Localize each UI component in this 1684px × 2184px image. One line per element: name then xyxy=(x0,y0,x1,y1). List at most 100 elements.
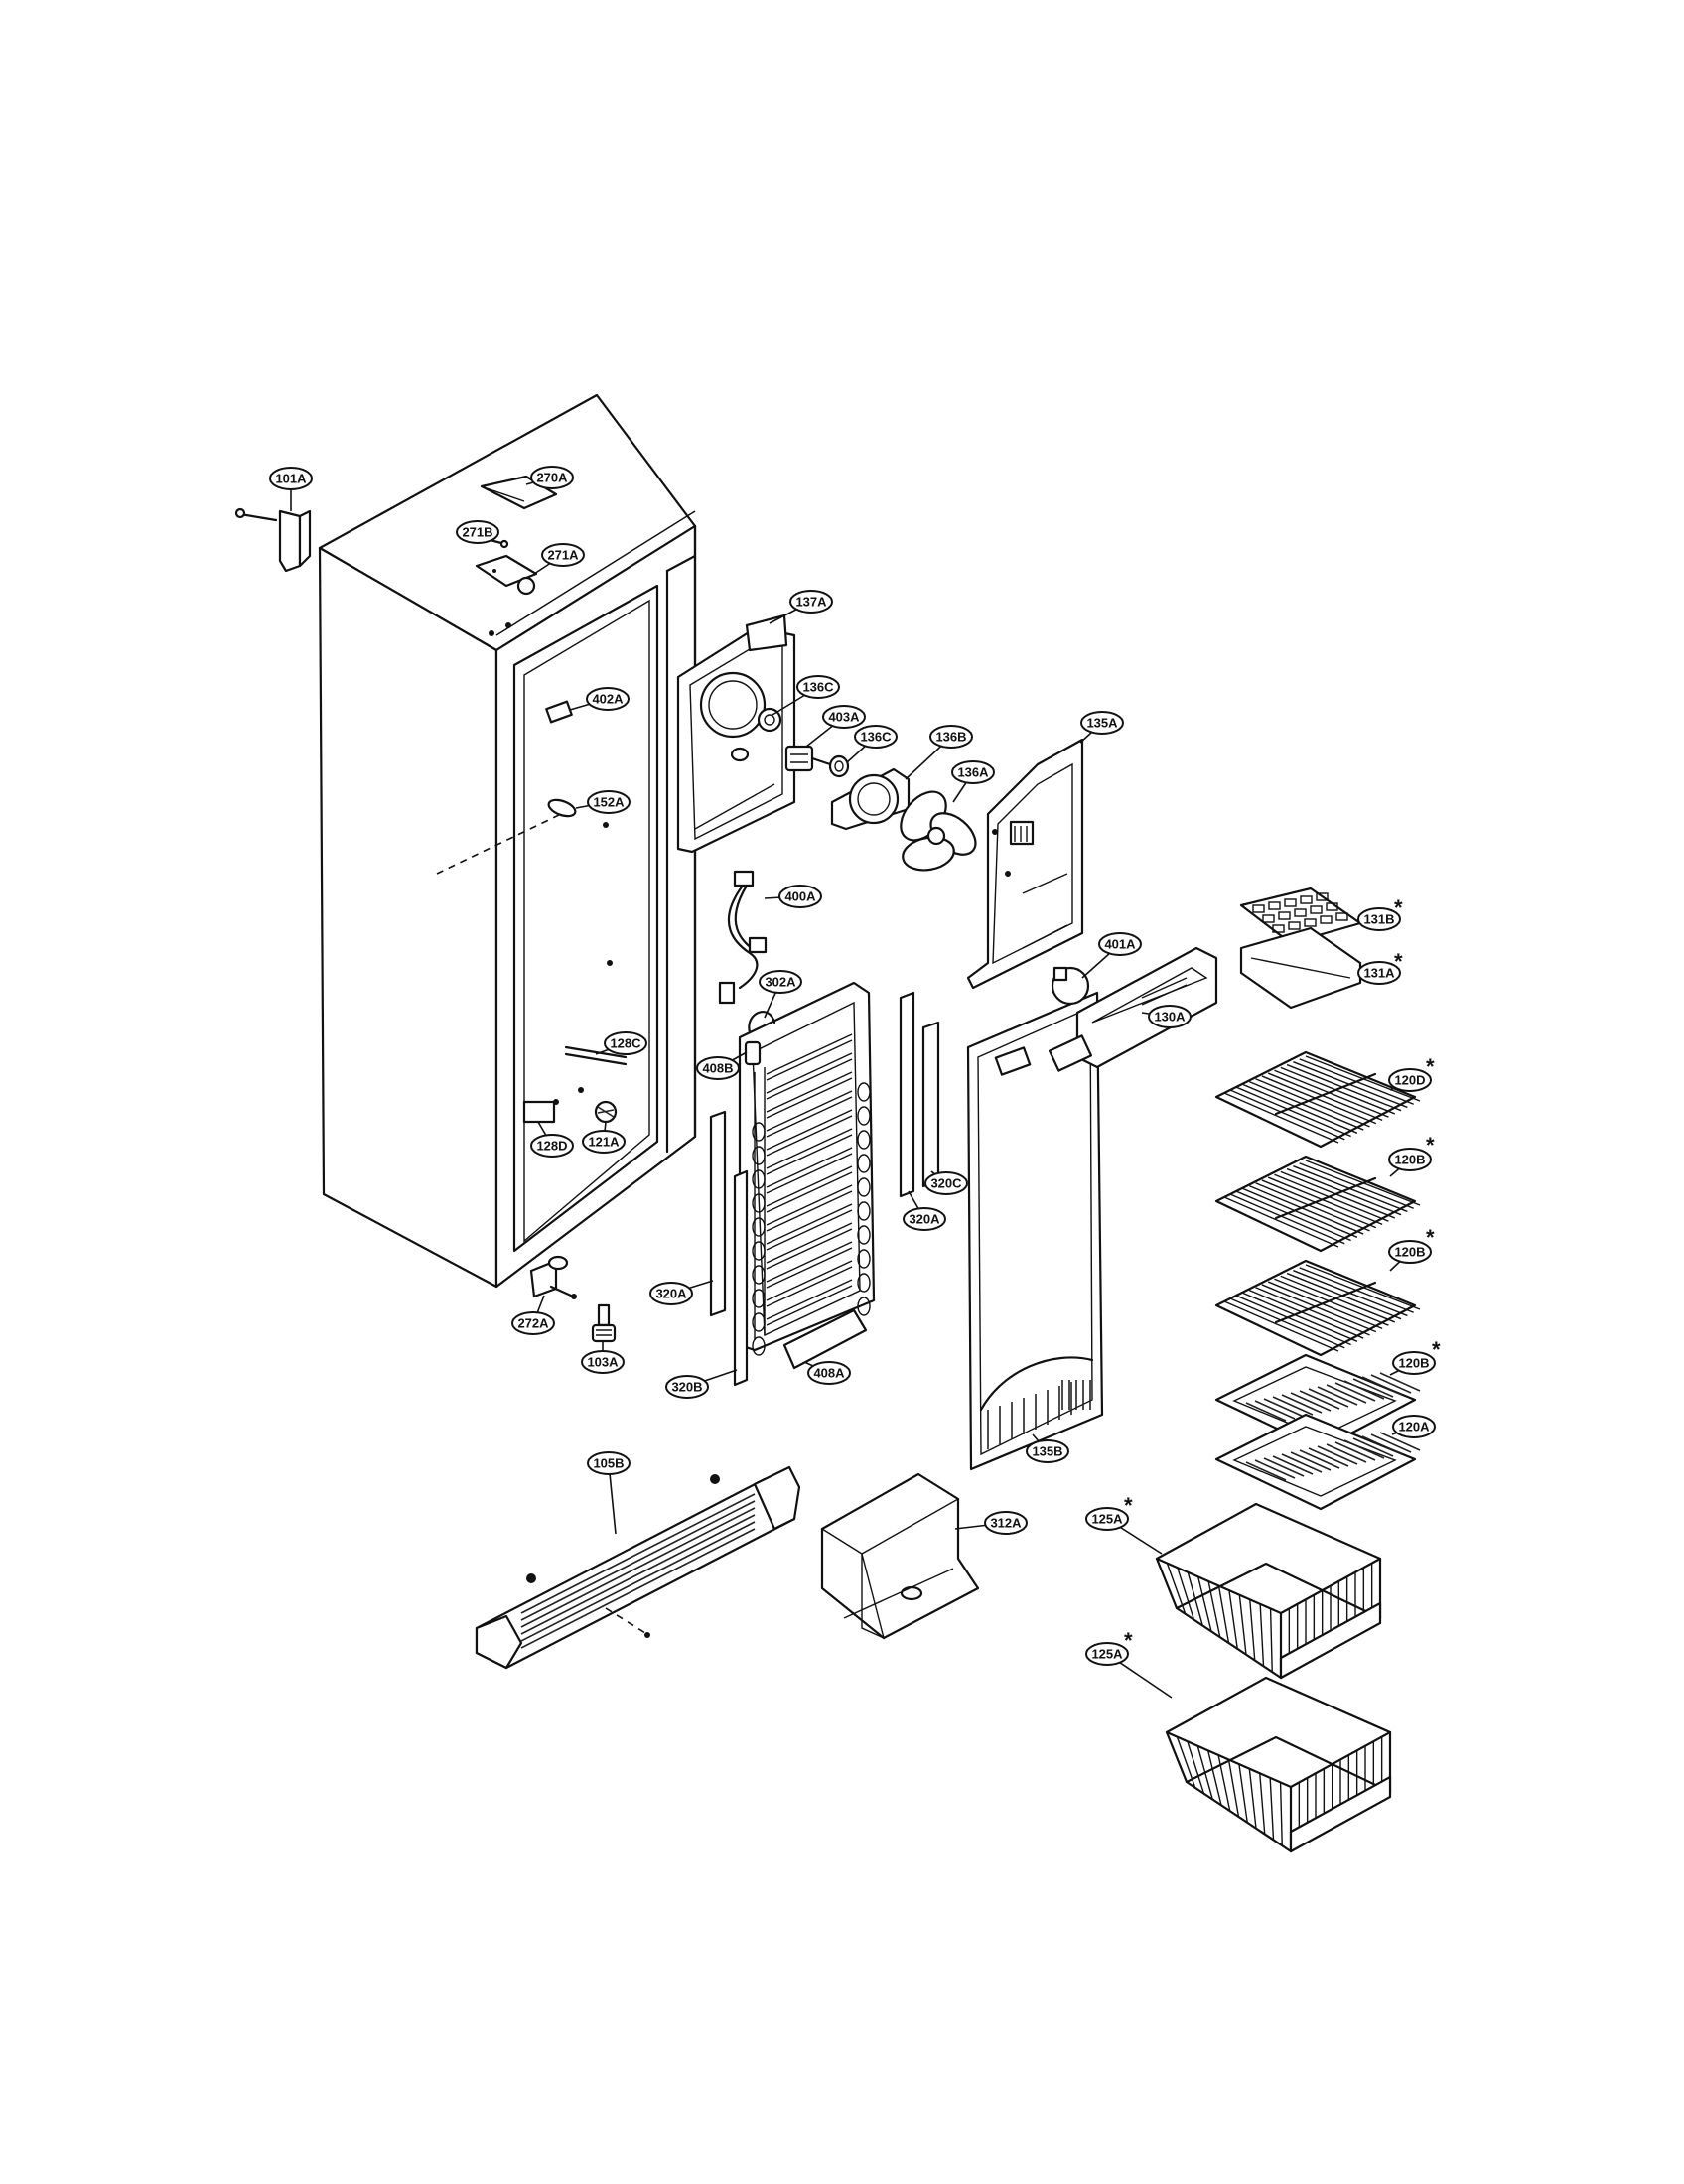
callout-120b-2: 120B* xyxy=(1388,1225,1435,1272)
callout-120a: 120A xyxy=(1391,1415,1436,1438)
callout-320c: 320C xyxy=(924,1170,968,1195)
callout-label: 401A xyxy=(1104,937,1136,952)
wire-harness-400a xyxy=(718,870,768,1005)
asterisk-mark: * xyxy=(1426,1225,1435,1250)
cabinet-body xyxy=(318,393,697,1289)
drain-pan-312a xyxy=(820,1472,980,1640)
callout-130a: 130A xyxy=(1141,1005,1192,1028)
callout-label: 135A xyxy=(1086,716,1118,731)
roller-121a xyxy=(594,1100,618,1124)
fan-housing-137a xyxy=(676,614,796,854)
callout-label: 121A xyxy=(588,1135,620,1150)
callout-136c-mid: 136C xyxy=(846,725,898,763)
shelves-120 xyxy=(1214,1050,1421,1511)
callout-label: 408A xyxy=(813,1366,845,1381)
callout-label: 408B xyxy=(702,1061,733,1076)
callout-label: 120B xyxy=(1394,1153,1425,1167)
fan-blade-136a xyxy=(900,790,977,872)
callout-131b: 131B* xyxy=(1357,895,1403,931)
callout-128d: 128D xyxy=(530,1121,574,1158)
callout-136b: 136B xyxy=(905,725,973,780)
asterisk-mark: * xyxy=(1426,1054,1435,1079)
callout-125a-1: 125A* xyxy=(1085,1493,1163,1555)
callout-label: 312A xyxy=(990,1516,1022,1531)
callout-label: 105B xyxy=(593,1456,624,1471)
callout-312a: 312A xyxy=(954,1511,1028,1535)
fan-motor-403a xyxy=(784,745,850,778)
callout-302a: 302A xyxy=(759,970,802,1019)
callout-135a: 135A xyxy=(1079,711,1124,744)
callout-label: 103A xyxy=(587,1355,619,1370)
callout-label: 120B xyxy=(1394,1245,1425,1260)
callout-135b: 135B xyxy=(1026,1433,1069,1463)
callout-label: 152A xyxy=(593,795,625,810)
callout-label: 136C xyxy=(860,730,892,745)
fan-shroud-136b xyxy=(830,767,911,831)
asterisk-mark: * xyxy=(1394,895,1403,920)
evaporator-302a xyxy=(738,981,876,1370)
callout-136c-top: 136C xyxy=(772,675,840,716)
callout-label: 270A xyxy=(536,471,568,485)
callout-320a-left: 320A xyxy=(649,1280,714,1305)
callout-131a: 131A* xyxy=(1357,949,1403,985)
callout-label: 320A xyxy=(655,1287,687,1301)
callout-271a: 271A xyxy=(533,543,585,575)
callout-121a: 121A xyxy=(582,1121,626,1154)
callout-label: 125A xyxy=(1091,1647,1123,1662)
callout-label: 128D xyxy=(536,1139,567,1154)
callout-label: 320C xyxy=(930,1176,962,1191)
callout-320b: 320B xyxy=(665,1369,738,1399)
callout-408b: 408B xyxy=(696,1051,748,1080)
callout-label: 131B xyxy=(1363,912,1394,927)
callout-label: 125A xyxy=(1091,1512,1123,1527)
callout-105b: 105B xyxy=(587,1451,631,1535)
lamp-housing-130a xyxy=(1048,946,1218,1072)
callout-label: 271A xyxy=(547,548,579,563)
callout-271b: 271B xyxy=(456,520,499,544)
insulation-strips-320 xyxy=(709,991,940,1387)
callout-408a: 408A xyxy=(803,1361,851,1385)
ice-tray-131 xyxy=(1239,887,1362,1010)
asterisk-mark: * xyxy=(1124,1493,1133,1518)
callout-401a: 401A xyxy=(1081,932,1142,979)
callout-label: 135B xyxy=(1032,1444,1062,1459)
base-grille-105b xyxy=(475,1465,801,1670)
callout-label: 400A xyxy=(784,889,816,904)
evaporator-cover-135a xyxy=(966,738,1084,990)
rear-panel-135b xyxy=(966,991,1104,1471)
callout-128c: 128C xyxy=(595,1031,647,1055)
callout-400a: 400A xyxy=(764,885,822,908)
callout-label: 403A xyxy=(828,710,860,725)
callout-320a-right: 320A xyxy=(903,1190,946,1231)
callout-125a-2: 125A* xyxy=(1085,1628,1173,1699)
callout-label: 402A xyxy=(592,692,624,707)
bottom-hinge-272a xyxy=(529,1255,577,1299)
callout-152a: 152A xyxy=(575,790,631,814)
callout-label: 120B xyxy=(1398,1356,1429,1371)
callout-120d: 120D* xyxy=(1388,1054,1435,1092)
callout-label: 136C xyxy=(802,680,834,695)
callout-label: 120A xyxy=(1398,1420,1430,1434)
callout-label: 131A xyxy=(1363,966,1395,981)
callout-label: 130A xyxy=(1154,1010,1186,1024)
callout-label: 136B xyxy=(935,730,966,745)
callout-label: 128C xyxy=(610,1036,641,1051)
callout-403a: 403A xyxy=(805,705,866,748)
leveling-foot-103a xyxy=(591,1303,617,1343)
asterisk-mark: * xyxy=(1426,1133,1435,1158)
callout-402a: 402A xyxy=(569,687,630,711)
callout-label: 302A xyxy=(765,975,796,990)
callout-label: 320A xyxy=(909,1212,940,1227)
freezer-baskets-125a xyxy=(1155,1502,1392,1853)
asterisk-mark: * xyxy=(1394,949,1403,974)
asterisk-mark: * xyxy=(1432,1337,1441,1362)
callout-103a: 103A xyxy=(581,1341,625,1374)
callout-label: 271B xyxy=(462,525,492,540)
callout-120b-3: 120B* xyxy=(1389,1337,1441,1376)
callout-137a: 137A xyxy=(769,590,833,624)
callout-101a: 101A xyxy=(269,467,313,511)
callout-label: 320B xyxy=(671,1380,702,1395)
top-hinge-101a xyxy=(234,507,312,573)
